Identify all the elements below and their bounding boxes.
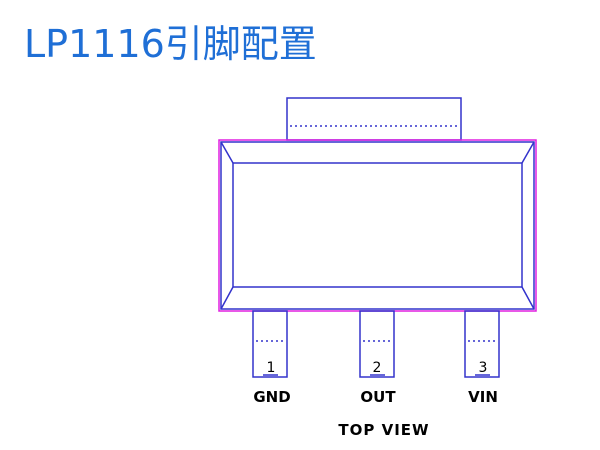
view-label: TOP VIEW: [338, 421, 430, 439]
page-title: LP1116引脚配置: [24, 22, 317, 66]
package-bevel: [220, 141, 535, 310]
pin-2-number: 2: [373, 360, 382, 376]
pin-2-label: OUT: [360, 388, 396, 406]
pin-1-label: GND: [253, 388, 291, 406]
pin-1: [252, 310, 288, 378]
pin-3: [464, 310, 500, 378]
pin-1-number: 1: [267, 360, 276, 376]
pin-2: [359, 310, 395, 378]
pin-3-label: VIN: [468, 388, 498, 406]
package-tab: [286, 97, 462, 141]
package-body-outer: [218, 139, 537, 312]
pin-3-number: 3: [479, 360, 488, 376]
package-body: [220, 141, 535, 310]
package-body-inner: [232, 162, 523, 288]
